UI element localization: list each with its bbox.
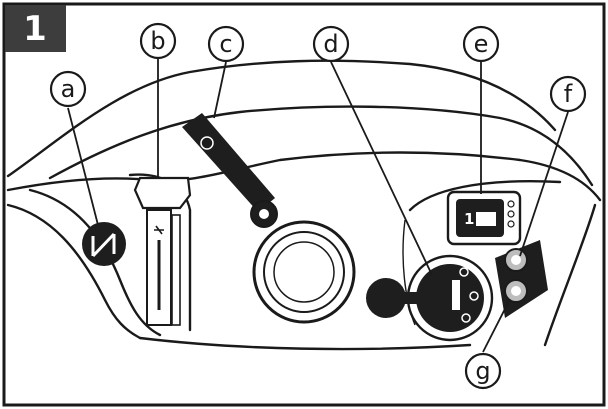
ignition-pos-start — [461, 313, 471, 323]
throttle-lever-symbol — [154, 225, 164, 235]
dash-mid-line — [6, 151, 602, 202]
dash-top-curve — [6, 59, 557, 178]
callout-g: g — [464, 352, 502, 390]
callout-circle-a — [49, 70, 87, 108]
figure-number: 1 — [23, 9, 47, 49]
socket-panel — [495, 240, 548, 318]
display-led-2 — [507, 210, 515, 218]
wiper-stalk — [182, 113, 278, 228]
display-panel-indicator — [476, 212, 496, 226]
ignition-switch-face — [416, 264, 484, 332]
callout-c: c — [207, 25, 245, 63]
callout-label-e: e — [474, 30, 489, 58]
leader-c — [213, 61, 227, 119]
callout-label-d: d — [323, 30, 338, 58]
callout-d: d — [312, 25, 350, 63]
leader-f — [519, 111, 569, 257]
dash-right-pod-top — [408, 180, 562, 212]
leader-g — [482, 298, 511, 353]
callout-label-f: f — [564, 80, 573, 108]
callout-circle-f — [549, 75, 587, 113]
socket-lower-core — [511, 286, 521, 296]
ignition-switch — [366, 254, 494, 342]
callout-label-a: a — [61, 75, 76, 103]
callout-label-c: c — [219, 30, 232, 58]
display-led-1 — [507, 200, 515, 208]
leader-d — [330, 61, 433, 276]
ignition-key-slot — [452, 280, 460, 310]
leader-lines — [67, 58, 569, 353]
throttle-lever — [133, 176, 192, 326]
ignition-pos-on — [469, 291, 479, 301]
hazard-switch-symbol — [91, 232, 116, 258]
throttle-lever-handle — [133, 176, 192, 210]
callout-label-g: g — [475, 357, 490, 385]
callout-e: e — [462, 25, 500, 63]
dash-upper-ridge — [48, 105, 594, 187]
ignition-key-icon — [366, 278, 406, 318]
callout-a: a — [49, 70, 87, 108]
callout-b: b — [139, 22, 177, 60]
figure-number-badge: 1 — [5, 5, 66, 52]
socket-upper-core — [511, 255, 521, 265]
ignition-pos-off — [459, 267, 469, 277]
wiper-stalk-symbol — [200, 136, 214, 150]
dash-bottom-line — [138, 336, 472, 351]
wiper-stalk-pivot — [259, 209, 269, 219]
callout-circle-e — [462, 25, 500, 63]
callout-circle-d — [312, 25, 350, 63]
display-panel-text: 1 — [464, 210, 474, 228]
callout-label-b: b — [150, 27, 165, 55]
callout-circle-c — [207, 25, 245, 63]
display-led-3 — [507, 220, 515, 228]
center-vent-core — [273, 241, 335, 303]
callout-f: f — [549, 75, 587, 113]
hazard-switch — [82, 222, 126, 266]
ignition-key-blade — [400, 292, 446, 304]
dash-left-panel-inner — [28, 188, 162, 337]
display-panel: 1 — [446, 190, 522, 246]
callout-circle-b — [139, 22, 177, 60]
dash-left-panel — [6, 203, 142, 340]
callout-circle-g — [464, 352, 502, 390]
callout-group: a b c d e f g — [49, 22, 587, 390]
dash-right-panel — [543, 203, 597, 347]
leader-a — [67, 107, 99, 226]
throttle-lever-rail — [171, 214, 181, 326]
figure-number-bg — [5, 5, 66, 52]
center-vent — [252, 220, 356, 324]
